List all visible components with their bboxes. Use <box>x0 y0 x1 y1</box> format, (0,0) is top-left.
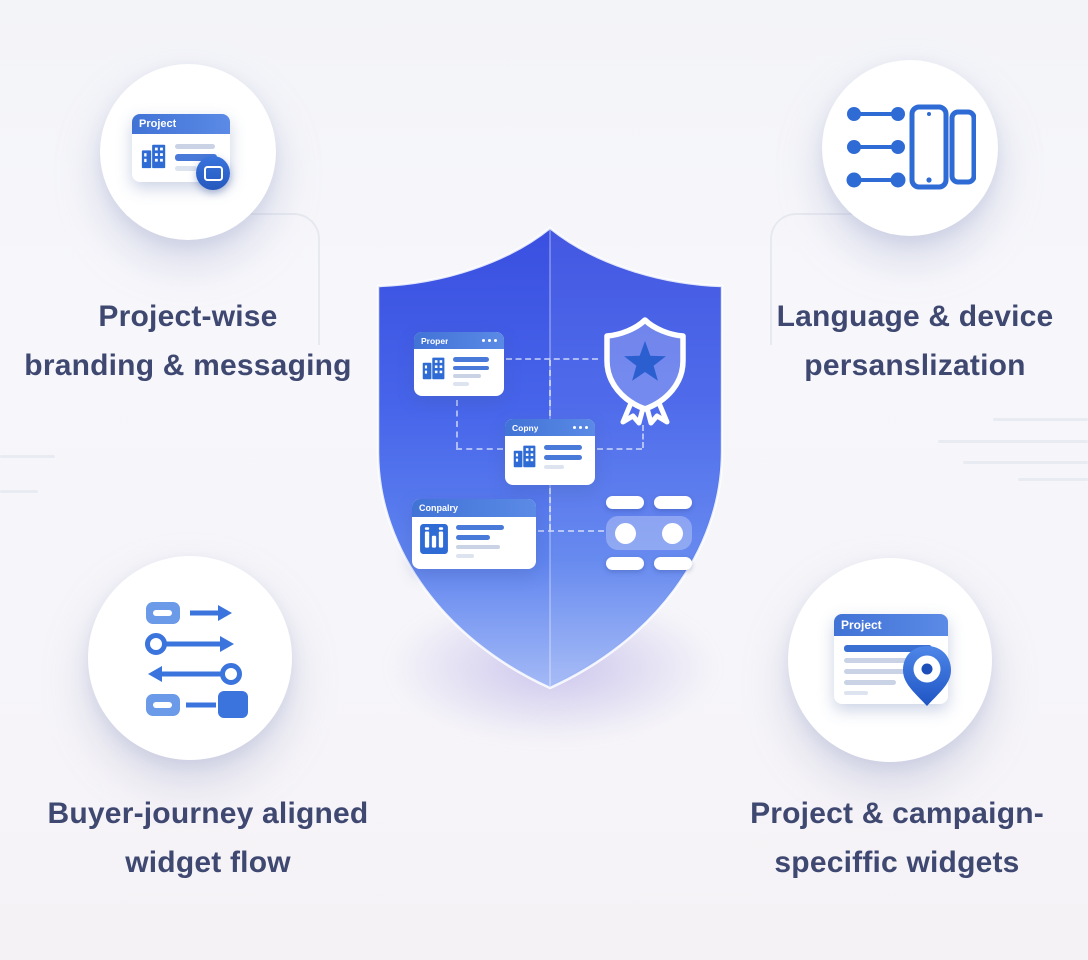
shield-card-copny: Copny <box>505 419 595 485</box>
building-icon <box>422 357 445 380</box>
label-line: Language & device <box>776 300 1054 333</box>
background-line <box>993 418 1088 421</box>
background-line <box>0 455 55 458</box>
dashed-connector <box>538 530 604 532</box>
feature-label-buyer-journey: Buyer-journey aligned widget flow <box>8 789 408 887</box>
toggle-panel-icon <box>606 496 692 570</box>
feature-bubble-buyer-journey <box>88 556 292 760</box>
feature-label-project-branding: Project-wise branding & messaging <box>0 292 376 390</box>
language-device-icon <box>846 104 976 190</box>
label-line: persanslization <box>804 349 1026 382</box>
dashed-connector <box>597 448 642 450</box>
label-line: widget flow <box>125 846 291 879</box>
label-line: speciffic widgets <box>774 846 1020 879</box>
award-badge-icon <box>604 317 686 426</box>
feature-bubble-campaign-widgets: Project <box>788 558 992 762</box>
dashed-connector <box>549 360 551 416</box>
building-icon <box>141 144 166 169</box>
project-card-title: Project <box>139 118 177 130</box>
window-dots-icon <box>482 339 497 342</box>
label-line: Buyer-journey aligned <box>47 797 369 830</box>
building-icon <box>513 445 536 468</box>
background-line <box>963 461 1088 464</box>
connector-line-top-right <box>770 213 904 345</box>
label-line: Project & campaign- <box>750 797 1044 830</box>
background-line <box>938 440 1088 443</box>
feature-label-language-device: Language & device persanslization <box>733 292 1088 390</box>
dashed-connector <box>642 425 644 448</box>
project-card-title: Project <box>841 618 882 632</box>
dashed-connector <box>506 358 598 360</box>
location-pin-icon <box>903 646 951 706</box>
connector-line-top-left <box>186 213 320 345</box>
shield-card-conpalry: Conpalry <box>412 499 536 569</box>
background-line <box>1018 478 1088 481</box>
background-line <box>0 490 38 493</box>
shield-card-title: Proper <box>421 335 449 346</box>
shield-card-title: Copny <box>512 422 539 433</box>
shield-card-proper: Proper <box>414 332 504 396</box>
video-badge-icon <box>196 156 230 190</box>
feature-bubble-project-branding: Project <box>100 64 276 240</box>
dashed-connector <box>549 488 551 530</box>
dashed-connector <box>456 400 458 448</box>
label-line: Project-wise <box>98 300 278 333</box>
feature-bubble-language-device <box>822 60 998 236</box>
shield-card-title: Conpalry <box>419 503 459 513</box>
building-bars-icon <box>420 524 448 554</box>
dashed-connector <box>456 448 503 450</box>
label-line: branding & messaging <box>24 349 352 382</box>
journey-flow-icon <box>145 602 248 718</box>
window-dots-icon <box>573 426 588 429</box>
feature-label-campaign-widgets: Project & campaign- speciffic widgets <box>705 789 1088 887</box>
shield-content: Proper <box>368 222 732 700</box>
